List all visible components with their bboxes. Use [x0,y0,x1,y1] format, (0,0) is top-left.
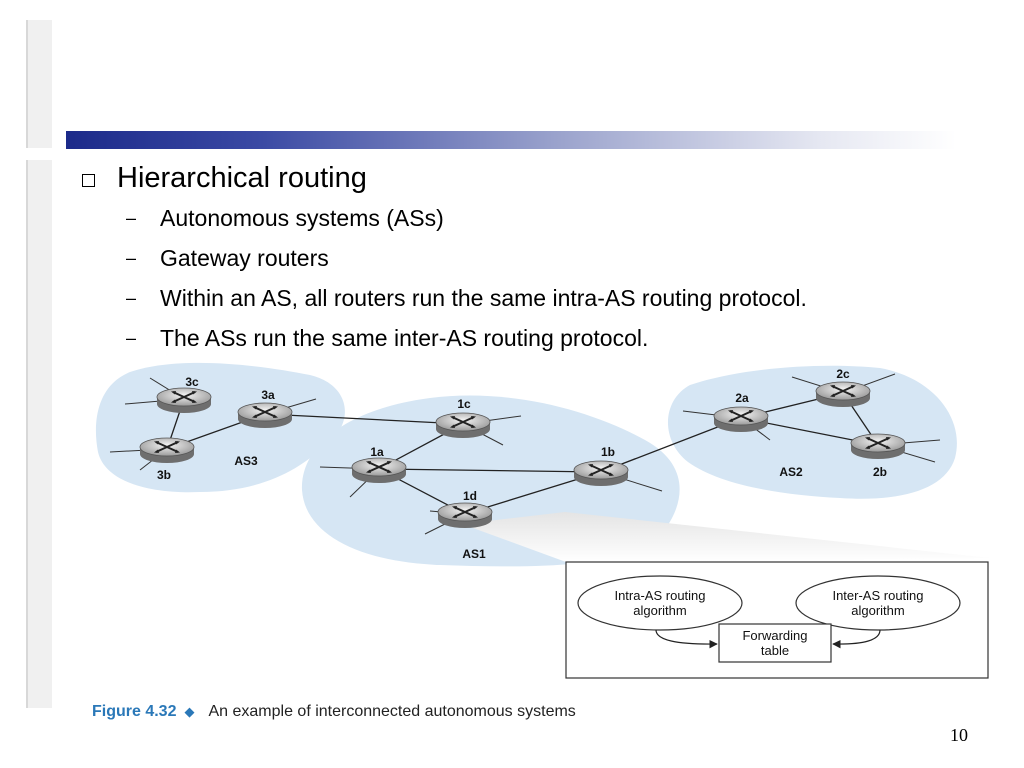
router-label: 1a [370,445,384,459]
sub-bullet-text: Autonomous systems (ASs) [160,204,444,231]
as-network-diagram: 3c 3a 3b 1c 1a 1b 1d 2a 2c 2b AS3 AS1 AS… [95,362,990,679]
router-label: 2a [735,391,749,405]
as-label: AS2 [779,465,803,479]
router-1c-icon [435,412,491,439]
inter-as-label-line2: algorithm [851,603,904,618]
as-label: AS3 [234,454,258,468]
router-label: 2b [873,465,887,479]
sub-bullet: – Within an AS, all routers run the same… [126,278,1002,318]
forwarding-table-label-line2: table [761,643,789,658]
diamond-icon: ◆ [184,704,195,719]
figure-caption-text: An example of interconnected autonomous … [208,703,576,720]
inter-as-algorithm-node [795,575,961,631]
bullet-main-text: Hierarchical routing [117,161,367,194]
inter-to-table-arrow [832,629,881,649]
title-gradient-strip [66,131,956,149]
intra-as-label-line2: algorithm [633,603,686,618]
figure-number: Figure 4.32 [92,703,177,720]
sub-bullet: – Gateway routers [126,238,1002,278]
router-3b-icon [139,437,195,464]
router-3c-icon [156,387,212,414]
page-number: 10 [950,725,968,745]
sub-bullet-text: Within an AS, all routers run the same i… [160,284,807,311]
router-label: 3b [157,468,171,482]
router-2b-icon [850,433,906,460]
sub-bullet: – Autonomous systems (ASs) [126,198,1002,238]
intra-as-label-line1: Intra-AS routing [614,588,705,603]
bullet-list: Hierarchical routing – Autonomous system… [82,158,1002,358]
inter-as-label-line1: Inter-AS routing [832,588,923,603]
router-label: 1c [457,397,471,411]
router-1a-icon [351,457,407,484]
forwarding-table-node [718,623,832,663]
router-2a-icon [713,406,769,433]
dash-bullet-icon: – [126,207,137,228]
left-decor-bar-bottom [26,160,52,708]
sub-bullet-text: The ASs run the same inter-AS routing pr… [160,324,649,351]
left-decor-bar-top [26,20,52,148]
router-label: 2c [836,367,850,381]
intra-as-algorithm-node [577,575,743,631]
dash-bullet-icon: – [126,247,137,268]
intra-to-table-arrow [655,629,718,649]
forwarding-table-label-line1: Forwarding [742,628,807,643]
square-bullet-icon [82,173,95,187]
zoom-funnel [462,512,990,562]
sub-bullet: – The ASs run the same inter-AS routing … [126,318,1002,358]
router-label: 3c [185,375,199,389]
as-label: AS1 [462,547,486,561]
router-3a-icon [237,402,293,429]
sub-bullet-text: Gateway routers [160,244,329,271]
router-label: 3a [261,388,275,402]
router-1b-icon [573,460,629,487]
router-2c-icon [815,381,871,408]
router-label: 1d [463,489,477,503]
dash-bullet-icon: – [126,287,137,308]
dash-bullet-icon: – [126,327,137,348]
router-1d-icon [437,502,493,529]
figure-caption: Figure 4.32 ◆ An example of interconnected… [92,703,576,721]
bullet-main: Hierarchical routing [82,158,1002,198]
router-label: 1b [601,445,615,459]
